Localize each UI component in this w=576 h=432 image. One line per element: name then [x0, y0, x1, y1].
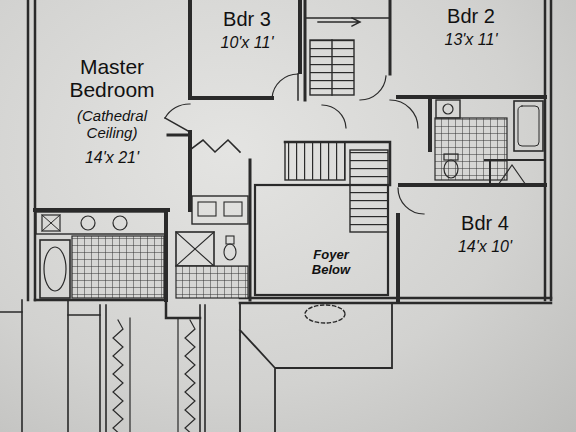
- room-name: Foyer Below: [296, 248, 366, 277]
- room-name: Master Bedroom: [50, 55, 175, 102]
- room-label: Bdr 4 14'x 10': [428, 200, 542, 268]
- room-label: Foyer Below: [288, 238, 374, 288]
- room-name: Bdr 3: [223, 8, 271, 30]
- room-name: Bdr 4: [461, 212, 509, 234]
- room-label: Bdr 3 10'x 11': [198, 2, 296, 58]
- room-note: 14'x 10': [458, 238, 512, 256]
- room-note: 13'x 11': [445, 31, 498, 49]
- room-note: 10'x 11': [221, 34, 274, 52]
- room-note: 14'x 21': [85, 149, 139, 167]
- room-label: Bdr 2 13'x 11': [400, 0, 542, 54]
- room-name: Bdr 2: [447, 5, 495, 27]
- room-label: Master Bedroom (Cathedral Ceiling) 14'x 21…: [40, 30, 184, 192]
- room-note: (Cathedral Ceiling): [56, 108, 168, 142]
